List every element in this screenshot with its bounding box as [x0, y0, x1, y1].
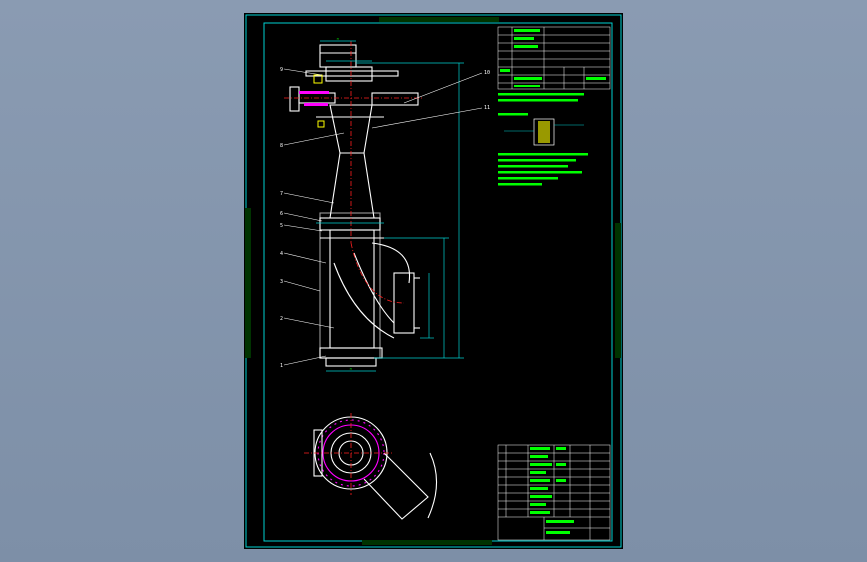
cad-drawing: ≈ ≈ 9 10 11 8 7 [245, 14, 622, 548]
part-number-1: 1 [280, 363, 283, 369]
spec-table-text-marks [500, 29, 606, 87]
dimension-bottom: ≈ [350, 366, 353, 371]
spec-table [497, 26, 611, 90]
top-title-strip [379, 17, 499, 22]
drawing-sheet: ≈ ≈ 9 10 11 8 7 [244, 13, 623, 549]
part-leaders [283, 68, 483, 366]
inlet-detail [299, 74, 329, 128]
left-side-note [245, 208, 251, 358]
parts-list [497, 444, 611, 541]
parts-list-text-marks [530, 447, 574, 534]
part-number-10: 10 [484, 70, 490, 76]
pipe-elevation-view [289, 44, 420, 367]
part-number-8: 8 [280, 143, 283, 149]
dimension-top: ≈ [337, 36, 340, 41]
part-numbers: 9 10 11 8 7 6 5 4 3 2 1 [280, 67, 490, 369]
part-number-5: 5 [280, 223, 283, 229]
part-number-3: 3 [280, 279, 283, 285]
part-number-6: 6 [280, 211, 283, 217]
right-side-note [615, 223, 621, 358]
part-number-11: 11 [484, 105, 490, 111]
bottom-title-strip [362, 540, 492, 545]
pipe-plan-view [304, 413, 438, 520]
dimension-lines [316, 40, 464, 372]
part-number-9: 9 [280, 67, 283, 73]
part-number-4: 4 [280, 251, 283, 257]
part-number-2: 2 [280, 316, 283, 322]
weld-detail [504, 118, 584, 146]
technical-notes [498, 93, 588, 186]
part-number-7: 7 [280, 191, 283, 197]
centerlines [284, 41, 424, 304]
dimension-texts: ≈ ≈ [337, 36, 353, 371]
